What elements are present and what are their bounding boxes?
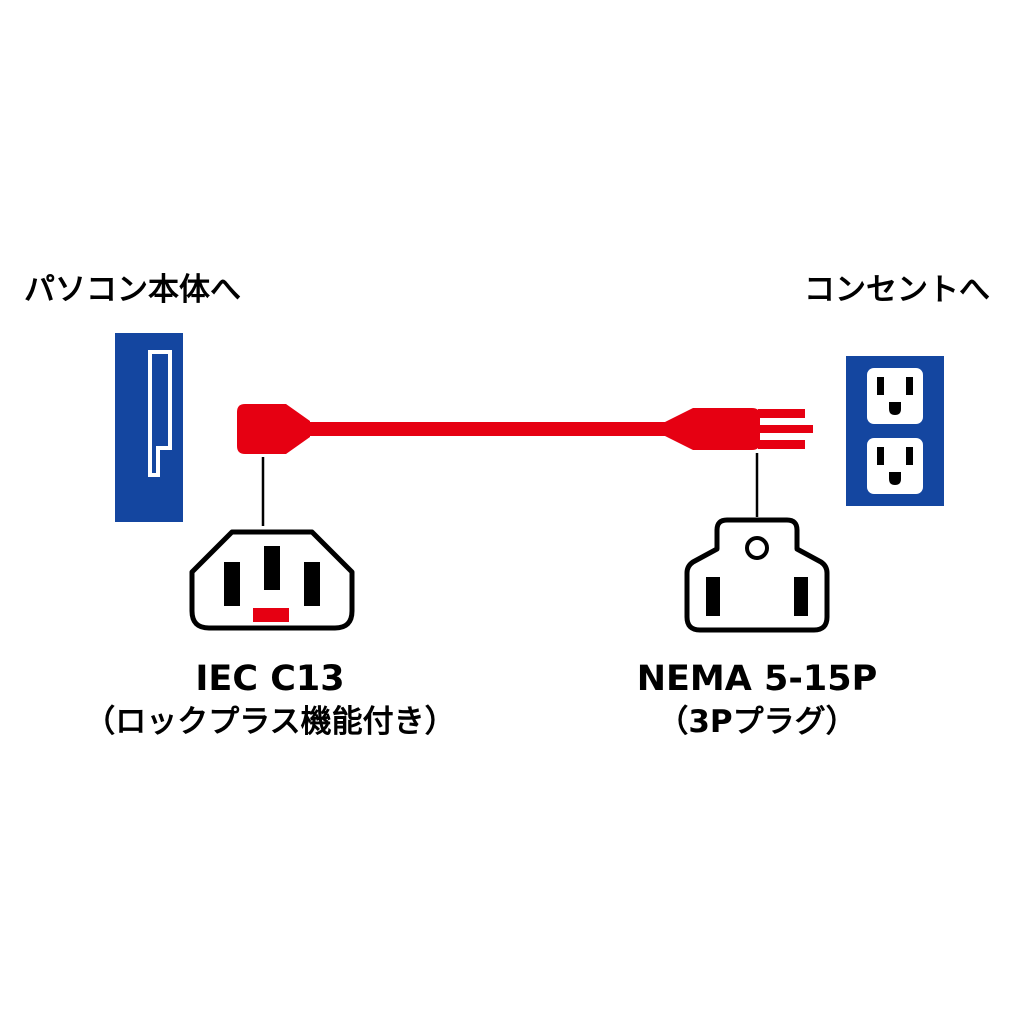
cable-cord [305, 422, 667, 436]
label-c13-name: IEC C13 [195, 659, 344, 699]
cable-nema-plug [665, 408, 760, 450]
receptacle-slot-right [906, 377, 913, 395]
receptacle-face [867, 438, 923, 494]
receptacle-face [867, 368, 923, 424]
receptacle-slot-right [906, 447, 913, 465]
outlet-receptacle-top [867, 368, 923, 424]
receptacle-ground-hole [889, 472, 901, 485]
c13-pin-left [224, 562, 240, 606]
iec-c13-face [189, 529, 355, 631]
label-to-computer: パソコン本体へ [24, 272, 241, 308]
nema-blade-right [794, 577, 808, 616]
pc-panel [115, 333, 183, 522]
plug-blade-bottom [758, 440, 805, 449]
nema-outline [684, 517, 830, 633]
c13-pin-center [264, 546, 280, 590]
outlet-receptacle-bottom [867, 438, 923, 494]
label-c13-note: （ロックプラス機能付き） [84, 704, 455, 740]
pc-inlet-cutout [148, 350, 172, 477]
receptacle-ground-hole [889, 402, 901, 415]
plug-ground-pin [758, 425, 813, 433]
c13-lock-slot [253, 608, 289, 622]
cable-c13-connector [237, 404, 310, 454]
c13-pin-right [304, 562, 320, 606]
label-nema-note: （3Pプラグ） [657, 704, 856, 740]
nema-515p-face [684, 517, 830, 633]
label-to-outlet: コンセントへ [804, 272, 990, 308]
wall-outlet [846, 356, 944, 506]
receptacle-slot-left [877, 447, 884, 465]
receptacle-slot-left [877, 377, 884, 395]
nema-blade-left [706, 577, 720, 616]
label-nema-name: NEMA 5-15P [637, 659, 878, 699]
power-cable [237, 404, 813, 454]
nema-ground-pin-hole [745, 536, 769, 560]
plug-blade-top [758, 409, 805, 418]
